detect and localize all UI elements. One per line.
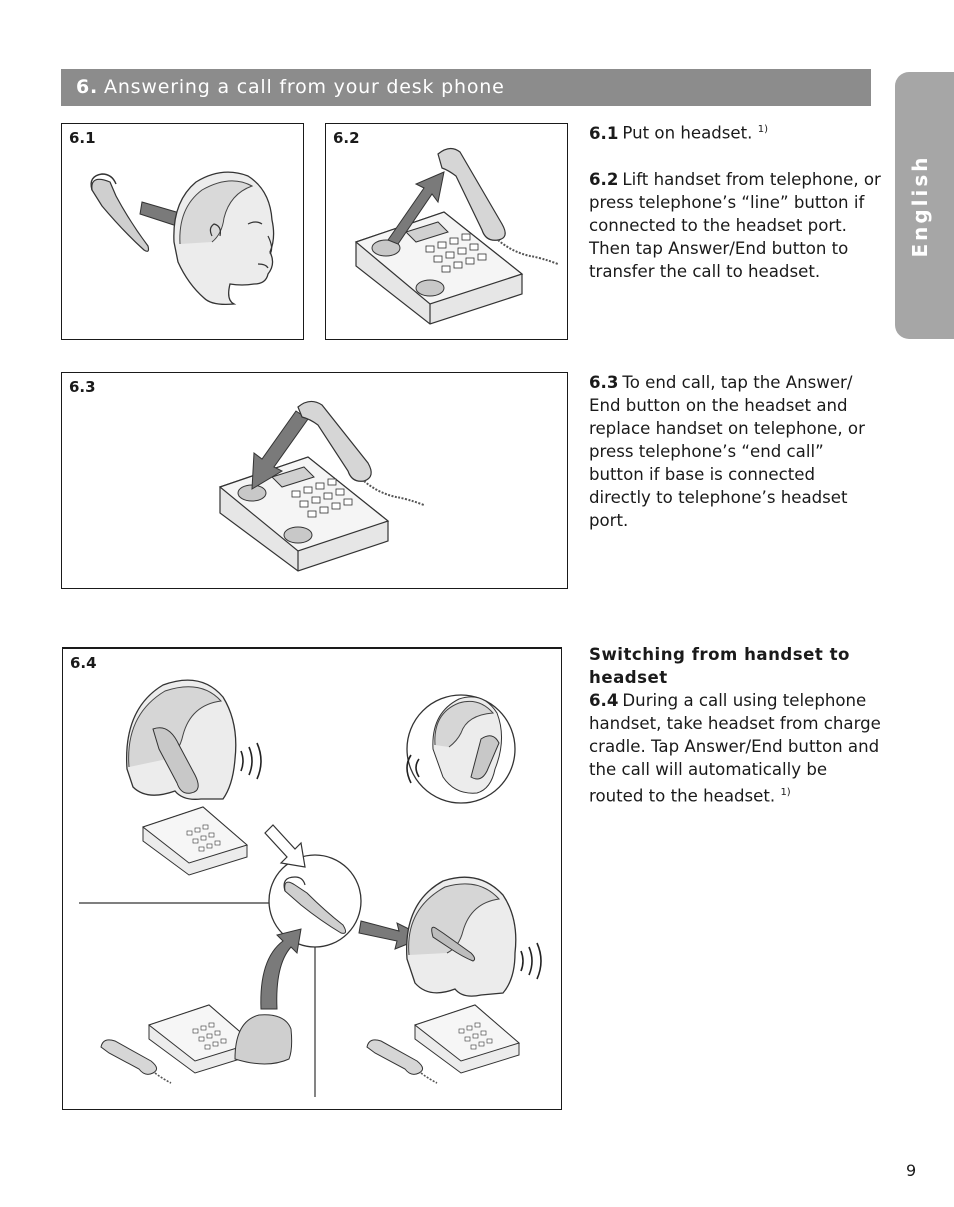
headset-put-on-illustration (90, 171, 275, 306)
step-number: 6.1 (589, 123, 619, 143)
step-number: 6.4 (589, 691, 619, 710)
figure-6-1: 6.1 (61, 123, 304, 340)
footnote-ref: 1) (780, 787, 791, 798)
subsection-heading: Switching from handset to headset (589, 645, 850, 687)
figure-label: 6.4 (70, 654, 97, 672)
figure-label: 6.3 (69, 378, 96, 396)
figure-label: 6.1 (69, 129, 96, 147)
footnote-ref: 1) (757, 124, 768, 135)
section-title: Answering a call from your desk phone (104, 76, 505, 98)
step-number: 6.3 (589, 373, 619, 392)
language-tab-label: English (908, 153, 932, 258)
step-text: During a call using telephone handset, t… (589, 691, 881, 806)
section-header: 6.Answering a call from your desk phone (61, 69, 871, 106)
phone-replace-handset-illustration (218, 400, 425, 572)
language-tab: English (895, 72, 954, 339)
figure-6-3: 6.3 (61, 372, 568, 589)
switch-handset-to-headset-illustration (79, 679, 542, 1097)
figure-6-4: 6.4 (62, 647, 562, 1110)
phone-lift-handset-illustration (354, 147, 559, 325)
step-number: 6.2 (589, 169, 619, 189)
page-number: 9 (906, 1161, 917, 1180)
step-text: Lift handset from telephone, or press te… (589, 169, 881, 281)
figure-label: 6.2 (333, 129, 360, 147)
figure-6-2: 6.2 (325, 123, 568, 340)
section-number: 6. (76, 76, 99, 98)
step-text: To end call, tap the Answer/ End button … (589, 373, 865, 530)
step-text: Put on headset. (622, 123, 753, 143)
